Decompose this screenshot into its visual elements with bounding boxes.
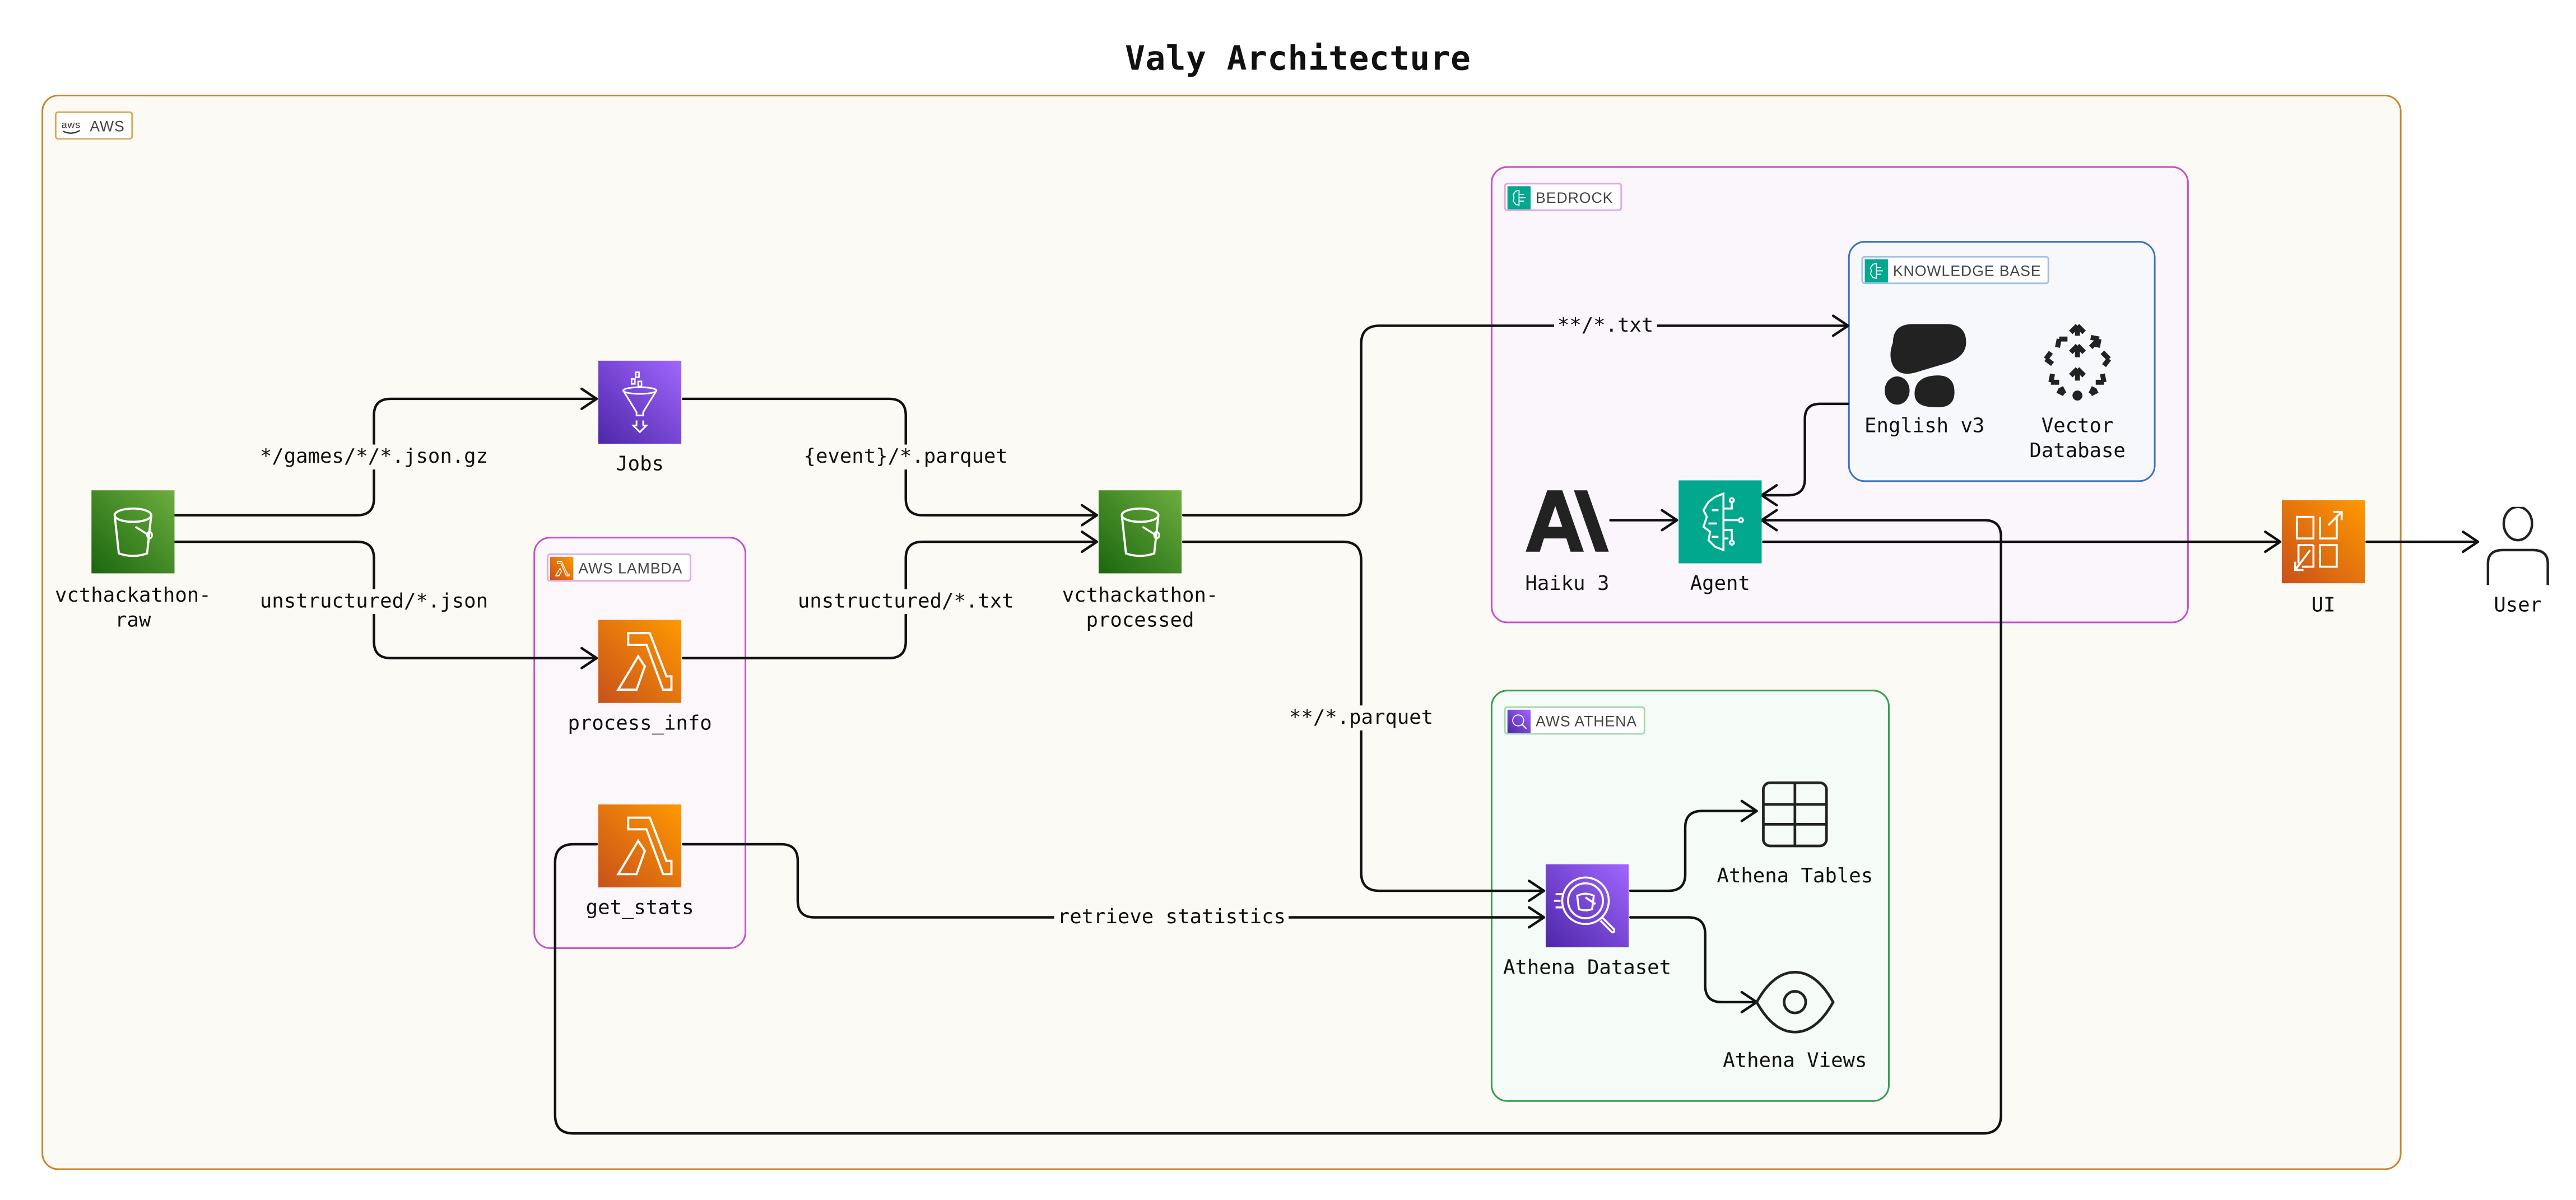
edge-label: unstructured/*.json (256, 589, 492, 615)
edge-label: retrieve statistics (1054, 905, 1289, 930)
node-label-user: User (2494, 593, 2542, 617)
node-label-ui: UI (2311, 593, 2336, 617)
bedrock-agent-icon[interactable] (1678, 480, 1762, 564)
eye-icon[interactable] (1754, 969, 1836, 1035)
edge-label: **/*.txt (1554, 313, 1657, 338)
group-lambda-badge: AWS LAMBDA (546, 553, 691, 582)
vector-database-icon[interactable] (2036, 319, 2119, 406)
node-label-haiku: Haiku 3 (1525, 571, 1610, 596)
athena-icon (1507, 709, 1531, 732)
node-label-vector-db: Vector Database (2029, 413, 2126, 462)
s3-bucket-icon[interactable] (91, 490, 175, 574)
athena-icon[interactable] (1545, 864, 1629, 947)
lambda-icon[interactable] (598, 804, 682, 888)
node-label-jobs: Jobs (616, 452, 664, 476)
node-label-athena-dataset: Athena Dataset (1503, 955, 1672, 979)
edge-label: **/*.parquet (1286, 705, 1437, 731)
amplify-ui-icon[interactable] (2282, 500, 2365, 584)
bedrock-icon (1864, 258, 1888, 282)
node-label-raw-bucket: vcthackathon- raw (55, 583, 211, 632)
group-bedrock-badge: BEDROCK (1504, 183, 1622, 211)
group-aws-label: AWS (90, 117, 125, 134)
node-label-agent: Agent (1690, 571, 1750, 596)
edge-label: {event}/*.parquet (800, 444, 1011, 470)
bedrock-icon (1507, 185, 1531, 209)
group-knowledge-base-label: KNOWLEDGE BASE (1893, 262, 2042, 278)
node-label-athena-tables: Athena Tables (1717, 864, 1873, 888)
arrowhead (2462, 531, 2480, 554)
node-label-processed-bucket: vcthackathon- processed (1062, 583, 1219, 632)
node-label-process-info: process_info (568, 711, 712, 735)
node-label-english-v3: English v3 (1864, 413, 1985, 438)
group-athena-label: AWS ATHENA (1536, 712, 1638, 729)
table-icon[interactable] (1761, 781, 1828, 848)
s3-bucket-icon[interactable] (1098, 490, 1182, 574)
user-icon[interactable] (2483, 506, 2553, 587)
cohere-embed-icon[interactable] (1880, 319, 1969, 409)
group-lambda-label: AWS LAMBDA (578, 559, 683, 576)
group-aws-badge: aws AWS (54, 111, 133, 140)
svg-text:aws: aws (62, 118, 81, 129)
node-label-athena-views: Athena Views (1723, 1048, 1867, 1072)
group-knowledge-base-badge: KNOWLEDGE BASE (1861, 255, 2050, 285)
lambda-icon (550, 556, 574, 579)
group-bedrock-label: BEDROCK (1536, 188, 1614, 206)
anthropic-icon[interactable] (1526, 490, 1609, 552)
node-label-get-stats: get_stats (585, 895, 694, 919)
lambda-icon[interactable] (598, 620, 682, 703)
diagram-title: Valy Architecture (1125, 38, 1471, 78)
aws-logo-icon: aws (62, 118, 81, 133)
glue-jobs-icon[interactable] (598, 360, 682, 444)
edge-label: unstructured/*.txt (794, 589, 1017, 615)
group-athena-badge: AWS ATHENA (1504, 706, 1645, 735)
edge-label: */games/*/*.json.gz (256, 444, 492, 470)
